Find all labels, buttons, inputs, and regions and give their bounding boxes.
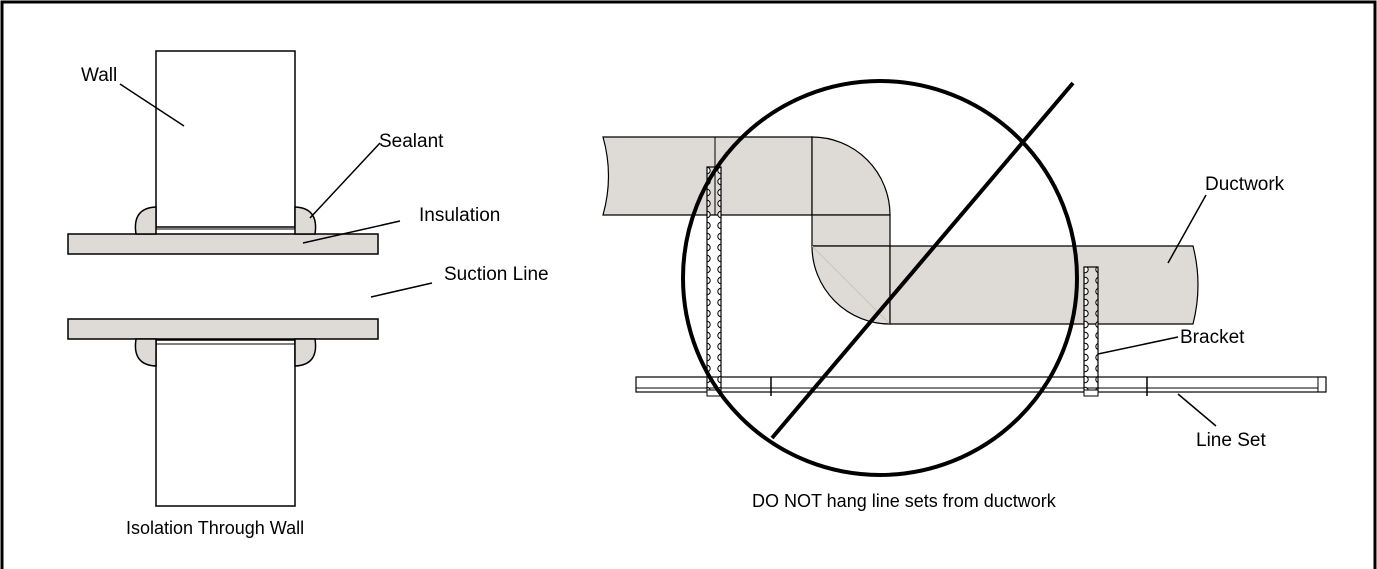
label-suction-line: Suction Line — [444, 264, 549, 285]
line-set — [635, 376, 1327, 393]
insulation-lower — [67, 318, 379, 340]
wall-lower — [155, 339, 296, 507]
duct-elbow-upper — [811, 136, 891, 216]
insulation-upper — [67, 233, 379, 255]
label-bracket: Bracket — [1180, 327, 1245, 348]
label-insulation: Insulation — [419, 205, 500, 226]
caption-do-not-hang: DO NOT hang line sets from ductwork — [752, 491, 1057, 511]
wall-isolation-diagram: Wall Sealant Insulation Suction Line Iso… — [67, 50, 549, 538]
label-line-set: Line Set — [1196, 430, 1266, 451]
wall-upper — [155, 50, 296, 228]
duct-vertical-section — [811, 214, 891, 247]
ductwork-diagram: Ductwork Bracket Line Set DO NOT hang li… — [602, 79, 1327, 511]
bracket-right — [1083, 266, 1099, 393]
no-symbol-icon — [681, 79, 1079, 477]
caption-isolation-through-wall: Isolation Through Wall — [126, 518, 304, 538]
sealant-lower-right — [294, 338, 317, 367]
bracket-left — [706, 166, 722, 393]
sealant-upper-right — [294, 206, 317, 235]
sealant-lower-left — [134, 338, 157, 367]
label-sealant: Sealant — [379, 131, 444, 152]
label-wall: Wall — [81, 65, 117, 86]
label-ductwork: Ductwork — [1205, 174, 1285, 195]
duct-lower-segment — [889, 245, 1199, 325]
sealant-upper-left — [134, 206, 157, 235]
